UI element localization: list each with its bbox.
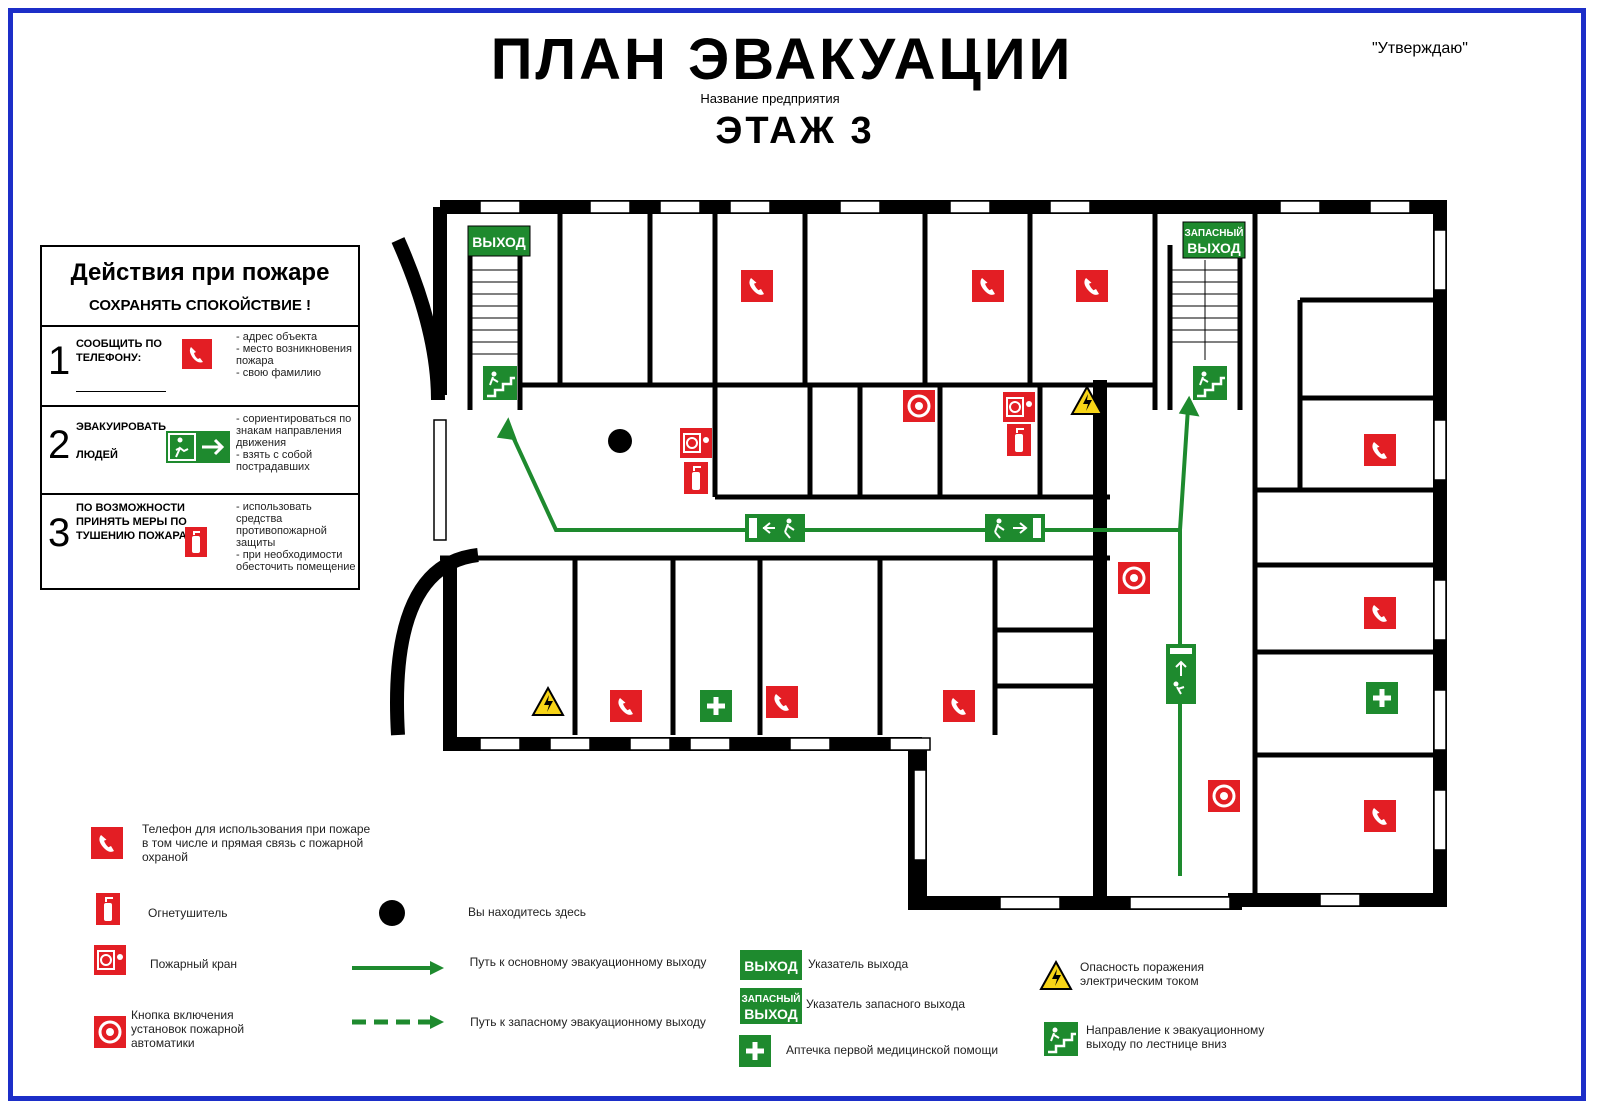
you-are-here-marker bbox=[608, 429, 632, 453]
stairs-down-icon bbox=[1042, 1020, 1080, 1058]
step-2: 2 ЭВАКУИРОВАТЬ ЛЮДЕЙ - сориентироваться … bbox=[42, 405, 358, 495]
alarm-button-icon bbox=[1206, 778, 1242, 814]
svg-text:ВЫХОД: ВЫХОД bbox=[744, 958, 797, 974]
building-walls bbox=[433, 200, 1447, 910]
legend-spare-exit-sign-text: Указатель запасного выхода bbox=[806, 997, 965, 1011]
step-action: ПО ВОЗМОЖНОСТИ ПРИНЯТЬ МЕРЫ ПО ТУШЕНИЮ П… bbox=[76, 502, 187, 542]
legend-hydrant-text: Пожарный кран bbox=[150, 957, 238, 971]
windows bbox=[433, 200, 1447, 910]
panel-heading: Действия при пожаре bbox=[70, 259, 330, 286]
exit-sign: ВЫХОД bbox=[467, 225, 531, 257]
svg-text:ВЫХОД: ВЫХОД bbox=[1187, 240, 1240, 256]
bay-window-wall bbox=[390, 548, 480, 736]
fire-hydrant-icon bbox=[679, 427, 713, 459]
direction-sign-icon bbox=[744, 513, 806, 543]
phone-icon bbox=[766, 686, 798, 718]
legend-stairs-text: Направление к эвакуационному выходу по л… bbox=[1086, 1023, 1265, 1051]
step-1: 1 СООБЩИТЬ ПО ТЕЛЕФОНУ: - адрес объекта … bbox=[42, 325, 358, 407]
step-number: 2 bbox=[48, 423, 71, 467]
alarm-button-icon bbox=[901, 388, 937, 424]
legend-main-route-text: Путь к основному эвакуационному выходу bbox=[469, 955, 707, 969]
interior-walls bbox=[440, 207, 1440, 900]
step-number: 3 bbox=[48, 511, 71, 555]
floor-label: ЭТАЖ 3 bbox=[715, 110, 875, 152]
phone-icon bbox=[91, 827, 123, 859]
first-aid-icon bbox=[739, 1035, 771, 1067]
legend-alarm-text: Кнопка включения установок пожарной авто… bbox=[131, 1008, 245, 1050]
you-are-here-marker bbox=[379, 900, 405, 926]
phone-icon bbox=[182, 339, 212, 369]
panel-subheading: СОХРАНЯТЬ СПОКОЙСТВИЕ ! bbox=[88, 297, 312, 314]
svg-text:ВЫХОД: ВЫХОД bbox=[744, 1006, 797, 1022]
legend-you-are-here-text: Вы находитесь здесь bbox=[468, 905, 587, 919]
extinguisher-icon bbox=[1006, 423, 1032, 457]
first-aid-icon bbox=[700, 690, 732, 722]
legend-hazard-text: Опасность поражения электрическим током bbox=[1080, 960, 1204, 988]
exit-sign-legend-icon: ВЫХОД bbox=[740, 950, 802, 980]
step-details: - использовать средства противопожарной … bbox=[236, 501, 356, 573]
spare-exit-sign: ЗАПАСНЫЙ ВЫХОД bbox=[1182, 221, 1246, 259]
phone-icon bbox=[1364, 800, 1396, 832]
extinguisher-icon bbox=[185, 527, 207, 557]
main-route-legend-arrow bbox=[352, 961, 444, 975]
spare-route-legend-arrow bbox=[352, 1015, 444, 1029]
phone-icon bbox=[610, 690, 642, 722]
stairs-down-icon bbox=[481, 364, 519, 402]
phone-icon bbox=[943, 690, 975, 722]
signature-line bbox=[76, 391, 166, 392]
exit-sign-label: ВЫХОД bbox=[472, 234, 525, 250]
legend-exit-sign-text: Указатель выхода bbox=[808, 957, 909, 971]
phone-icon bbox=[1364, 597, 1396, 629]
direction-sign-icon bbox=[984, 513, 1046, 543]
fire-actions-panel: Действия при пожаре СОХРАНЯТЬ СПОКОЙСТВИ… bbox=[40, 245, 360, 590]
svg-text:ЗАПАСНЫЙ: ЗАПАСНЫЙ bbox=[1185, 226, 1244, 239]
phone-icon bbox=[1364, 434, 1396, 466]
phone-icon bbox=[1076, 270, 1108, 302]
company-name: Название предприятия bbox=[700, 91, 840, 106]
approval-label: "Утверждаю" bbox=[1372, 40, 1468, 57]
extinguisher-icon bbox=[683, 461, 709, 495]
exit-direction-sign-icon bbox=[166, 431, 230, 463]
fire-hydrant-icon bbox=[93, 944, 127, 976]
page-frame bbox=[8, 8, 1586, 1101]
fire-hydrant-icon bbox=[1002, 391, 1036, 423]
legend-first-aid-text: Аптечка первой медицинской помощи bbox=[786, 1043, 999, 1057]
stairs-down-icon bbox=[1191, 364, 1229, 402]
plan-title: ПЛАН ЭВАКУАЦИИ bbox=[490, 27, 1074, 92]
svg-text:ЗАПАСНЫЙ: ЗАПАСНЫЙ bbox=[742, 992, 801, 1005]
alarm-button-icon bbox=[92, 1014, 128, 1050]
extinguisher-icon bbox=[95, 892, 121, 926]
spare-exit-sign-legend-icon: ЗАПАСНЫЙ ВЫХОД bbox=[740, 988, 802, 1024]
step-number: 1 bbox=[48, 339, 71, 383]
legend-extinguisher-text: Огнетушитель bbox=[148, 906, 228, 920]
legend-spare-route-text: Путь к запасному эвакуационному выходу bbox=[470, 1015, 706, 1029]
alarm-button-icon bbox=[1116, 560, 1152, 596]
step-details: - адрес объекта - место возникновения по… bbox=[236, 331, 352, 379]
bay-window-wall bbox=[391, 237, 445, 401]
phone-icon bbox=[741, 270, 773, 302]
electric-hazard-icon bbox=[1040, 961, 1072, 990]
phone-icon bbox=[972, 270, 1004, 302]
first-aid-icon bbox=[1366, 682, 1398, 714]
staircases bbox=[470, 260, 1240, 360]
electric-hazard-icon bbox=[532, 687, 564, 716]
step-action: СООБЩИТЬ ПО ТЕЛЕФОНУ: bbox=[76, 338, 162, 364]
evacuation-route bbox=[496, 395, 1200, 876]
step-3: 3 ПО ВОЗМОЖНОСТИ ПРИНЯТЬ МЕРЫ ПО ТУШЕНИЮ… bbox=[42, 493, 358, 590]
direction-sign-icon bbox=[1166, 644, 1196, 704]
legend-phone-text: Телефон для использования при пожаре в т… bbox=[142, 822, 371, 864]
step-details: - сориентироваться по знакам направления… bbox=[236, 413, 352, 473]
step-action: ЭВАКУИРОВАТЬ ЛЮДЕЙ bbox=[76, 421, 167, 461]
